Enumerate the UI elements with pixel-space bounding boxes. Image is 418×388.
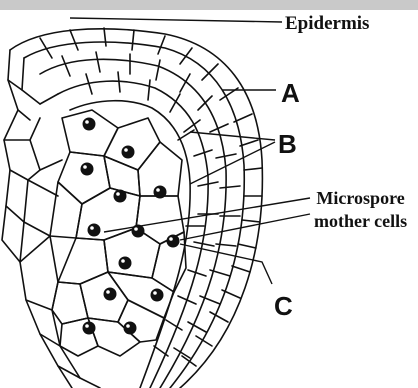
microspore-leader-line-2 [180, 214, 310, 240]
b-leader-line-1 [190, 132, 275, 140]
label-c: C [274, 293, 293, 319]
label-a: A [281, 80, 300, 106]
connective-tissue-cells [2, 50, 100, 388]
label-epidermis: Epidermis [285, 14, 369, 33]
cell-nuclei [81, 118, 180, 335]
wall-layer-2 [40, 59, 226, 388]
epidermis-leader-line [70, 18, 282, 22]
label-microspore-mother-cells: Microspore mother cells [314, 187, 407, 232]
label-b: B [278, 131, 297, 157]
label-microspore-line1: Microspore [314, 187, 407, 210]
label-microspore-line2: mother cells [314, 210, 407, 233]
sporogenous-cells [50, 110, 186, 356]
